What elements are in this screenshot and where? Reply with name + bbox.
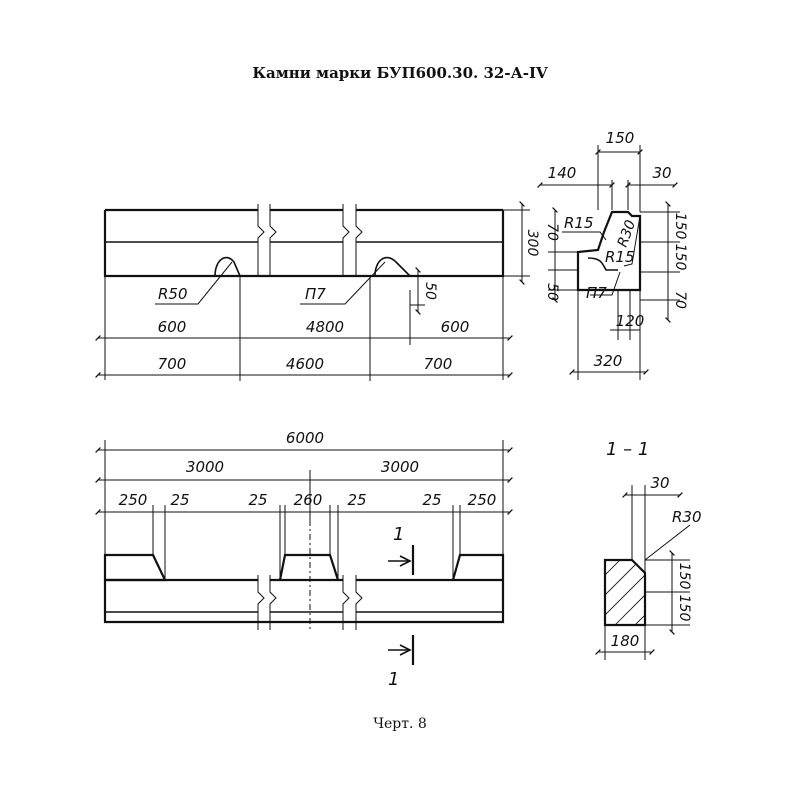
profile-radius-r15-a: R15: [564, 214, 594, 232]
dim-profile-140: 140: [548, 164, 577, 182]
dim-section-30: 30: [650, 474, 669, 492]
dim-section-180: 180: [611, 632, 640, 650]
section-view: 1 – 1 30 R30 150 150 180: [595, 439, 702, 660]
dim-notch-50: 50: [422, 282, 438, 300]
dim-middle-4800: 4800: [306, 318, 344, 336]
dim-section-150-b: 150: [676, 595, 692, 622]
dim-left-600: 600: [158, 318, 187, 336]
drawing-title: Камни марки БУП600.30. 32-А-IV: [252, 64, 548, 82]
plan-view: R50 П7 600 4800 600 700 4600 700 300 50: [95, 201, 540, 381]
dim-profile-70-bottom: 70: [672, 291, 688, 309]
dim-profile-70-top: 70: [544, 223, 560, 241]
notch-p7-label: П7: [305, 285, 326, 303]
dim-front-6000: 6000: [286, 429, 324, 447]
dim-profile-120: 120: [616, 312, 645, 330]
dim-profile-50: 50: [544, 283, 560, 301]
dim-front-3000-left: 3000: [186, 458, 224, 476]
profile-notch-p7: П7: [586, 284, 607, 302]
radius-r50-label: R50: [158, 285, 188, 303]
dim-right-700: 700: [424, 355, 453, 373]
profile-radius-r15-b: R15: [605, 248, 635, 266]
dim-middle-4600: 4600: [286, 355, 324, 373]
front-view: 6000 3000 3000 250 25 25 260 25 25 250 1…: [95, 429, 513, 690]
dim-front-250-right: 250: [468, 491, 497, 509]
dim-profile-150-top: 150: [606, 129, 635, 147]
dim-front-25-b: 25: [248, 491, 267, 509]
dim-front-25-a: 25: [170, 491, 189, 509]
drawing-caption: Черт. 8: [373, 716, 427, 732]
section-title: 1 – 1: [606, 439, 649, 460]
dim-front-25-c: 25: [347, 491, 366, 509]
dim-front-260: 260: [294, 491, 323, 509]
dim-profile-150-b: 150: [672, 244, 688, 271]
section-mark-top: 1: [393, 524, 404, 545]
dim-front-25-d: 25: [422, 491, 441, 509]
dim-left-700: 700: [158, 355, 187, 373]
dim-profile-30: 30: [652, 164, 671, 182]
section-mark-bottom: 1: [388, 669, 399, 690]
dim-front-250-left: 250: [119, 491, 148, 509]
dim-right-600: 600: [441, 318, 470, 336]
section-radius-r30: R30: [672, 508, 702, 526]
dim-height-300: 300: [524, 230, 540, 257]
dim-profile-320: 320: [594, 352, 623, 370]
dim-section-150-a: 150: [676, 563, 692, 590]
dim-front-3000-right: 3000: [381, 458, 419, 476]
profile-view: 150 140 30 R15 R30 R15 П7 70 50 150 150 …: [537, 129, 688, 380]
dim-profile-150-a: 150: [672, 213, 688, 240]
